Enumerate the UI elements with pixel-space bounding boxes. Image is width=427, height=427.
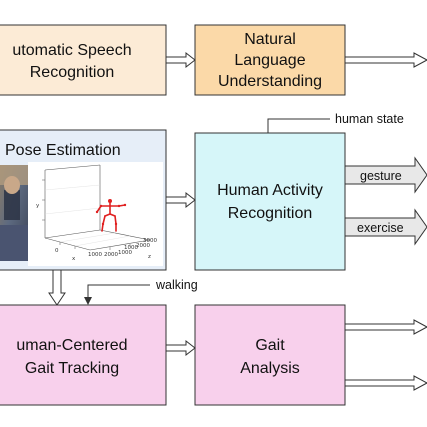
- har-label-line2: Recognition: [228, 205, 313, 222]
- plot-y-axis-label: y: [36, 203, 40, 209]
- plot-tick: 1000: [88, 252, 102, 258]
- nlu-node: Natural Language Understanding: [194, 24, 346, 96]
- person-photo: [0, 165, 28, 261]
- walking-label: walking: [155, 278, 198, 292]
- gait-analysis-label-line1: Gait: [255, 337, 285, 354]
- walking-line: [87, 284, 150, 300]
- har-label-line1: Human Activity: [217, 182, 323, 199]
- plot-tick: 1000: [118, 250, 132, 256]
- gait-output-arrow-1: [344, 319, 427, 335]
- gait-output-arrow-2: [344, 375, 427, 391]
- gait-tracking-label-line1: uman-Centered: [16, 337, 127, 354]
- har-node: Human Activity Recognition: [194, 132, 346, 271]
- plot-tick: 0: [55, 248, 59, 254]
- gait-tracking-node: uman-Centered Gait Tracking: [0, 304, 167, 406]
- arrow-nlu-output: [344, 52, 427, 68]
- human-state-label: human state: [335, 112, 404, 126]
- gesture-output-arrow: gesture: [344, 156, 427, 194]
- skeleton-3d-plot: y x z 0 1000 2000 1000 1000 2000 3000: [28, 162, 163, 266]
- gesture-label: gesture: [360, 169, 402, 183]
- walking-arrowhead: [84, 297, 92, 305]
- plot-tick: 2000: [104, 252, 118, 258]
- gait-analysis-label-line2: Analysis: [240, 360, 300, 377]
- nlu-label-line3: Understanding: [218, 73, 322, 90]
- gait-tracking-label-line2: Gait Tracking: [25, 360, 119, 377]
- nlu-label-line1: Natural: [244, 31, 296, 48]
- plot-z-axis-label: z: [148, 254, 151, 260]
- asr-label-line2: Recognition: [30, 64, 115, 81]
- plot-axes: [44, 164, 151, 251]
- exercise-label: exercise: [357, 221, 404, 235]
- arrow-pose-to-har: [165, 191, 196, 209]
- asr-label-line1: utomatic Speech: [12, 42, 131, 59]
- asr-node: utomatic Speech Recognition: [0, 24, 167, 96]
- plot-tick: 1000: [124, 245, 138, 251]
- arrow-pose-to-gait-tracking: [48, 269, 66, 306]
- arrow-tracking-to-analysis: [165, 339, 196, 357]
- gait-analysis-node: Gait Analysis: [194, 304, 346, 406]
- pose-estimation-node: Pose Estimation: [0, 129, 167, 271]
- nlu-label-line2: Language: [234, 52, 305, 69]
- pose-estimation-title: Pose Estimation: [5, 142, 121, 159]
- exercise-output-arrow: exercise: [344, 208, 427, 246]
- skeleton-joints: [95, 199, 127, 226]
- plot-tick: 2000: [136, 243, 150, 249]
- human-state-line: [267, 118, 330, 133]
- arrow-asr-to-nlu: [165, 51, 196, 69]
- plot-tick: 3000: [143, 238, 157, 244]
- plot-x-axis-label: x: [72, 256, 76, 262]
